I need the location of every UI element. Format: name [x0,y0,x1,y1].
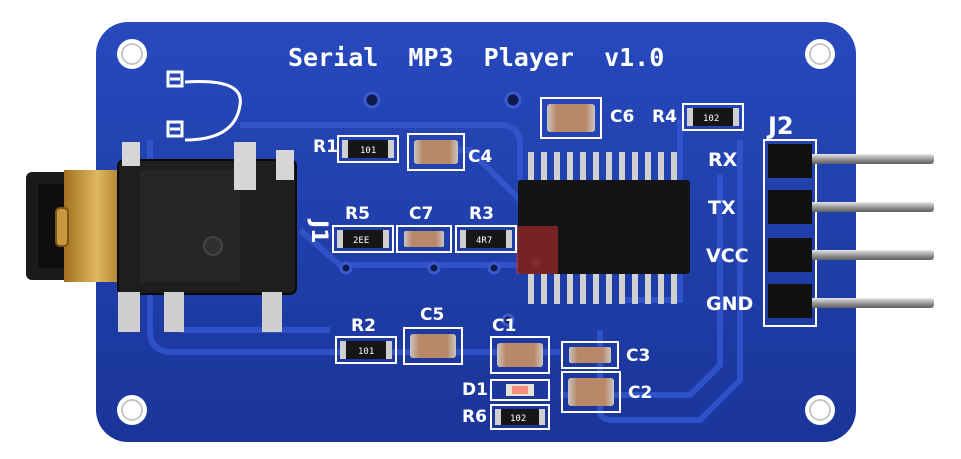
header-label: J2 [766,112,794,140]
led-d1 [490,379,550,401]
r6-code: 102 [510,414,526,424]
r3-code: 4R7 [476,236,492,246]
capacitor-c4 [407,133,465,171]
label-r1: R1 [313,137,338,157]
label-c5: C5 [420,305,444,325]
capacitor-c5 [403,327,463,365]
board-title: Serial MP3 Player v1.0 [288,43,664,72]
header-pin [768,284,934,318]
label-r2: R2 [351,316,376,336]
pin-label-tx: TX [708,197,736,219]
speaker-icon [166,70,242,142]
pin-label-gnd: GND [706,293,753,315]
label-c3: C3 [626,346,650,366]
mounting-hole [117,39,835,425]
pin-label-vcc: VCC [706,245,749,267]
jack-label: J1 [306,218,331,244]
pin-label-rx: RX [708,149,738,171]
capacitor-c6 [540,97,602,139]
header-pin [768,144,934,178]
label-r6: R6 [462,407,487,427]
r4-code: 102 [703,114,719,124]
resistor-r4: 102 [682,103,744,131]
header-pin [768,238,934,272]
label-d1: D1 [462,380,488,400]
resistor-r1: 101 [337,135,399,163]
label-c7: C7 [409,204,433,224]
r5-code: 2EE [353,236,369,246]
label-c6: C6 [610,107,634,127]
header-pin [768,190,934,224]
label-c1: C1 [492,316,516,336]
resistor-r2: 101 [335,336,397,364]
resistor-r5: 2EE [332,225,394,253]
resistor-r6: 102 [490,404,550,430]
decoder-chip [516,152,690,304]
label-r3: R3 [469,204,494,224]
pin-header [763,139,934,327]
r2-code: 101 [358,347,374,357]
capacitor-c2 [561,371,621,413]
capacitor-c3 [561,341,619,369]
label-r4: R4 [652,107,677,127]
label-r5: R5 [345,204,370,224]
label-c2: C2 [628,383,652,403]
audio-jack [26,142,297,332]
label-c4: C4 [468,147,492,167]
capacitor-c1 [490,336,550,374]
resistor-r3: 4R7 [455,225,517,253]
r1-code: 101 [360,146,376,156]
capacitor-c7 [396,225,452,253]
